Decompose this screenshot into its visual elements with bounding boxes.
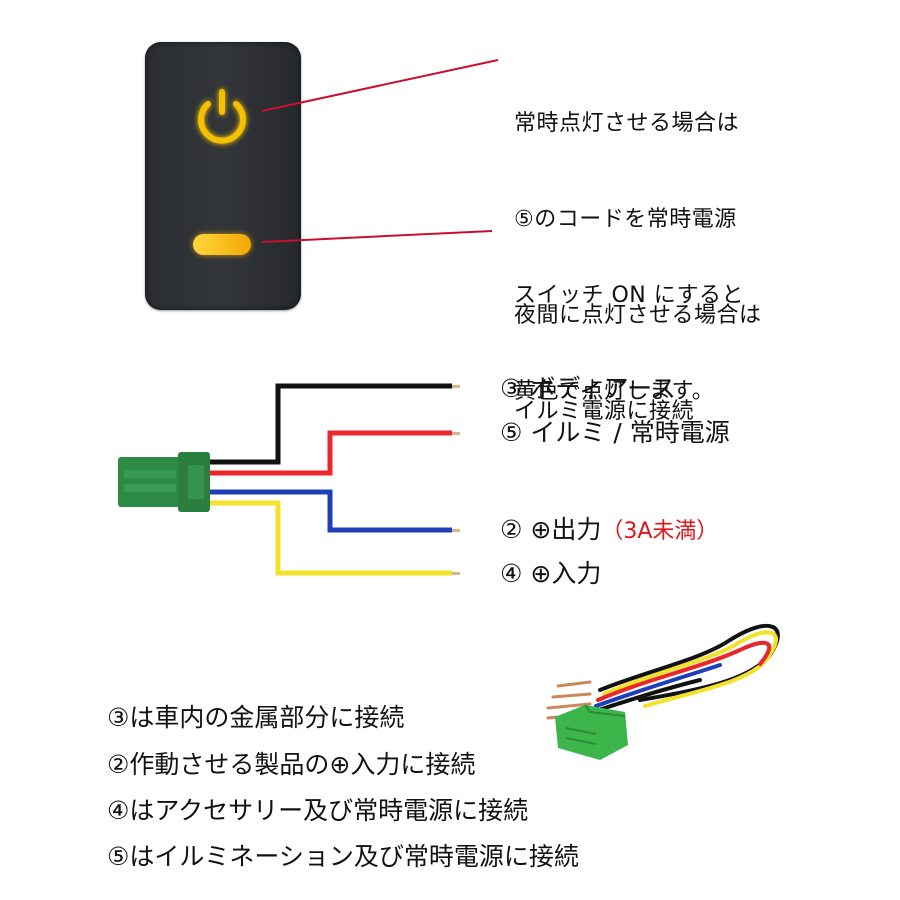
wire-black bbox=[210, 383, 452, 465]
wire-name: ⊕入力 bbox=[530, 559, 602, 588]
callout-bottom-line: 黄色で点灯します。 bbox=[514, 379, 715, 404]
note-item: ⑤はイルミネーション及び常時電源に接続 bbox=[107, 842, 579, 871]
callout-top: 常時点灯させる場合は ⑤のコードを常時電源 夜間に点灯させる場合は イルミ電源に… bbox=[514, 44, 762, 460]
note-item: ③は車内の金属部分に接続 bbox=[107, 703, 405, 732]
wire-tip bbox=[452, 529, 460, 532]
switch-panel bbox=[145, 42, 301, 310]
wire-label-5: ⑤ イルミ / 常時電源 bbox=[500, 418, 730, 448]
wire-tip bbox=[452, 572, 460, 575]
wire-label-3: ③ ボディアース bbox=[500, 374, 676, 404]
wire-number: ④ bbox=[500, 559, 523, 588]
callout-top-line: ⑤のコードを常時電源 bbox=[514, 207, 737, 232]
wire-name: ⊕出力 bbox=[530, 515, 602, 544]
wire-tip bbox=[452, 432, 460, 435]
wire-name: ボディアース bbox=[530, 374, 676, 403]
callout-top-line: 夜間に点灯させる場合は bbox=[514, 303, 762, 328]
callout-top-line: イルミ電源に接続 bbox=[514, 399, 695, 424]
wire-label-4: ④ ⊕入力 bbox=[500, 559, 601, 589]
wire-label-2: ② ⊕出力（3A未満） bbox=[500, 515, 718, 547]
indicator-bar-icon bbox=[193, 234, 251, 255]
wire-blue bbox=[210, 489, 452, 533]
wire-name: イルミ / 常時電源 bbox=[530, 418, 730, 447]
wire-number: ② bbox=[500, 515, 523, 544]
connector-icon bbox=[118, 452, 210, 512]
wire-number: ③ bbox=[500, 374, 523, 403]
power-icon bbox=[198, 89, 246, 144]
wire-red bbox=[210, 430, 452, 476]
callout-top-line: 常時点灯させる場合は bbox=[514, 111, 740, 136]
photo-connector-icon bbox=[555, 704, 628, 760]
note-item: ②作動させる製品の⊕入力に接続 bbox=[107, 750, 476, 779]
wire-tip bbox=[452, 385, 460, 388]
callout-bottom-line: スイッチ ON にすると bbox=[514, 283, 744, 308]
callout-bottom: スイッチ ON にすると 黄色で点灯します。 bbox=[514, 216, 744, 440]
note-item: ④はアクセサリー及び常時電源に接続 bbox=[107, 796, 529, 825]
wire-yellow bbox=[210, 500, 452, 576]
current-limit-note: （3A未満） bbox=[601, 519, 719, 544]
wire-number: ⑤ bbox=[500, 418, 523, 447]
